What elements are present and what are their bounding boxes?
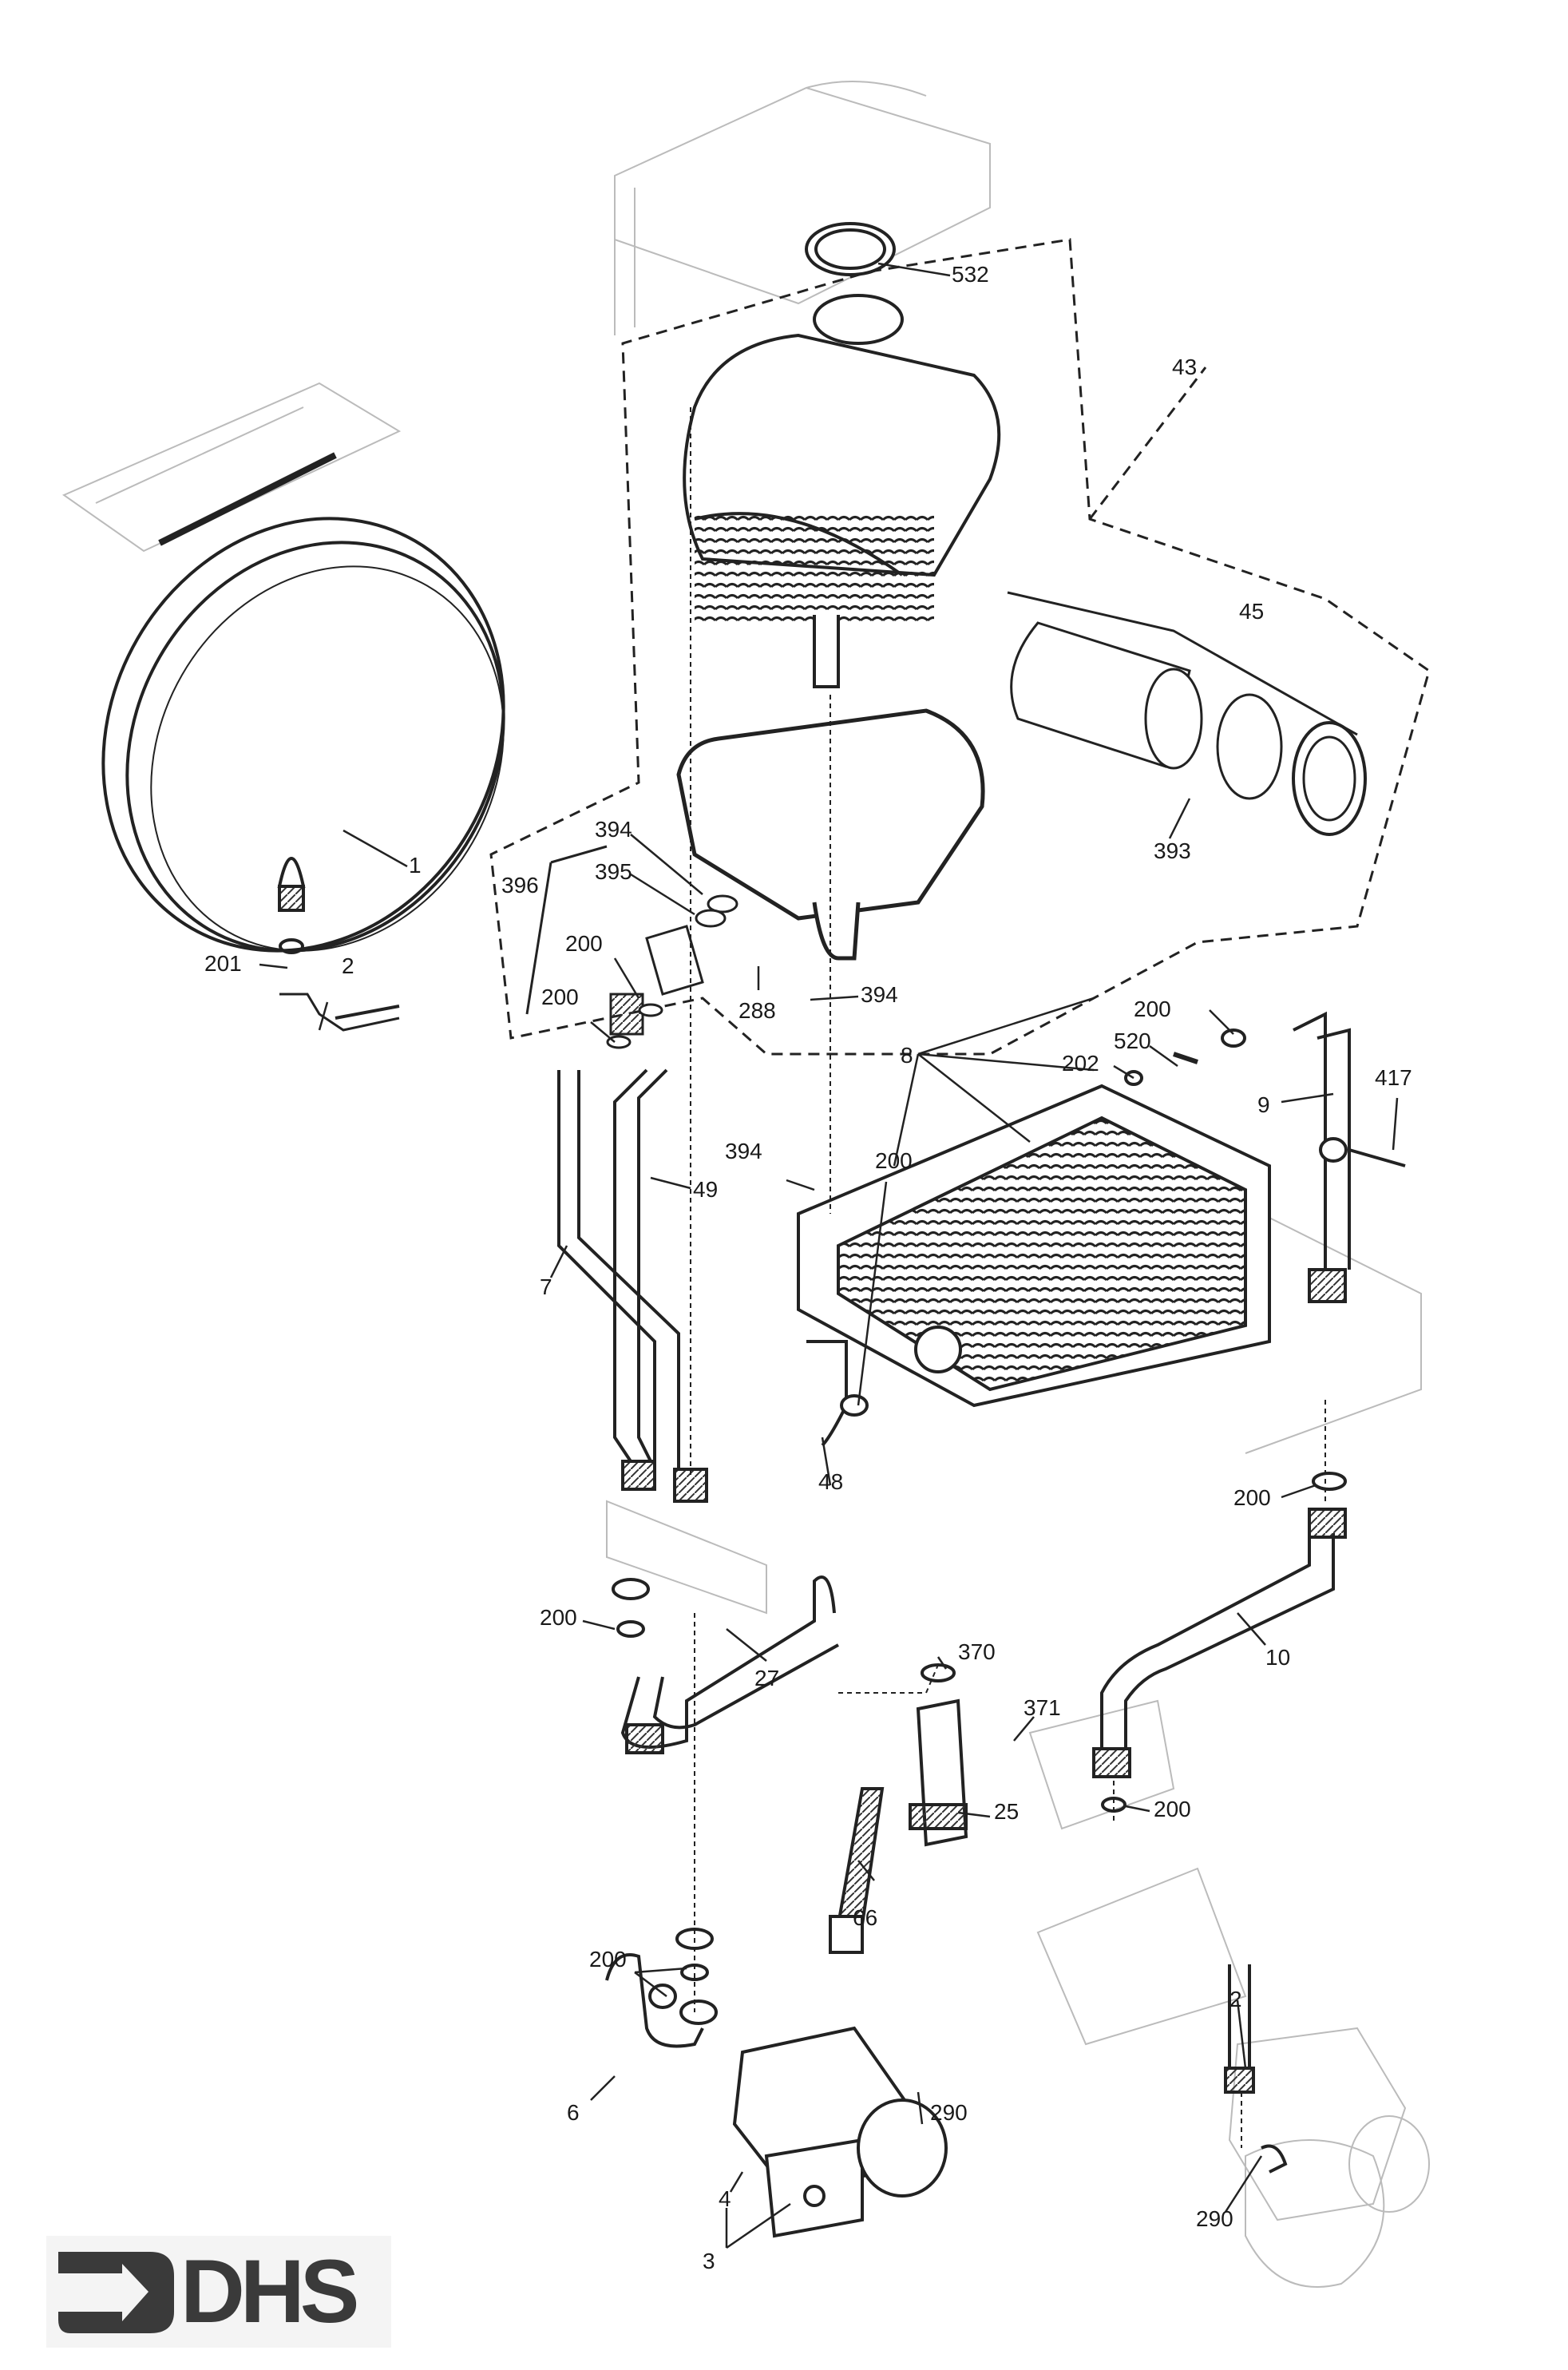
callout-2-pump: 2 [1229, 1987, 1242, 2011]
callout-396: 396 [501, 873, 539, 898]
pump-ghost-right [1228, 2027, 1430, 2221]
pipes-27-10 [612, 1472, 1347, 1813]
callout-7: 7 [540, 1274, 552, 1299]
callout-290-a: 290 [930, 2100, 968, 2125]
arrow-right-icon [58, 2252, 174, 2333]
callout-66: 66 [853, 1905, 878, 1930]
callout-43: 43 [1172, 355, 1198, 379]
callout-288: 288 [738, 998, 776, 1023]
assembly-outline-43 [489, 238, 1431, 1056]
callout-27: 27 [754, 1666, 780, 1690]
callout-394-a: 394 [595, 817, 632, 842]
valve-kit [525, 845, 738, 1049]
pipes-7-49 [557, 1068, 708, 1503]
callout-200-c: 200 [1134, 997, 1171, 1021]
callout-202: 202 [1062, 1051, 1099, 1076]
callout-3: 3 [703, 2249, 715, 2273]
callout-201: 201 [204, 951, 242, 976]
callout-1: 1 [409, 853, 422, 878]
callout-200-h: 200 [589, 1947, 627, 1972]
callout-200-b: 200 [541, 985, 579, 1009]
callout-395: 395 [595, 859, 632, 884]
callout-532: 532 [952, 262, 989, 287]
callout-10: 10 [1265, 1645, 1291, 1670]
callout-45: 45 [1239, 599, 1265, 624]
siphon-assembly [829, 1663, 968, 1954]
combustion-hood [683, 222, 1001, 688]
pipe-2-right [1224, 1964, 1288, 2174]
collector-tray [676, 708, 985, 961]
callout-371: 371 [1024, 1695, 1061, 1720]
callout-200-d: 200 [875, 1148, 913, 1173]
callout-8: 8 [901, 1043, 913, 1068]
callout-200-e: 200 [1233, 1485, 1271, 1510]
mounting-bracket-ghost [61, 382, 402, 553]
callout-2-vessel: 2 [342, 953, 354, 978]
callout-200-a: 200 [565, 931, 603, 956]
callout-370: 370 [958, 1639, 996, 1664]
callout-290-b: 290 [1196, 2206, 1233, 2231]
pipe-9 [1124, 1011, 1406, 1303]
brand-logo: DHS [46, 2236, 391, 2348]
callout-394-b: 394 [861, 982, 898, 1007]
heat-exchanger [797, 1084, 1271, 1447]
leader-lines [259, 262, 1399, 2249]
callout-49: 49 [693, 1177, 719, 1202]
logo-text: DHS [180, 2241, 359, 2341]
callout-6: 6 [567, 2100, 580, 2125]
cylinder-assembly [1007, 591, 1367, 836]
pump-assembly [605, 1928, 948, 2238]
callout-393: 393 [1154, 838, 1191, 863]
callout-200-g: 200 [1154, 1797, 1191, 1821]
assembly-guides [690, 407, 1326, 2148]
callout-417: 417 [1375, 1065, 1412, 1090]
callout-200-f: 200 [540, 1605, 577, 1630]
callout-520: 520 [1114, 1028, 1151, 1053]
callout-9: 9 [1257, 1092, 1270, 1117]
callout-394-c: 394 [725, 1139, 762, 1163]
callout-48: 48 [818, 1469, 844, 1494]
callout-25: 25 [994, 1799, 1020, 1824]
callout-4: 4 [719, 2186, 731, 2211]
expansion-vessel [101, 452, 505, 1032]
